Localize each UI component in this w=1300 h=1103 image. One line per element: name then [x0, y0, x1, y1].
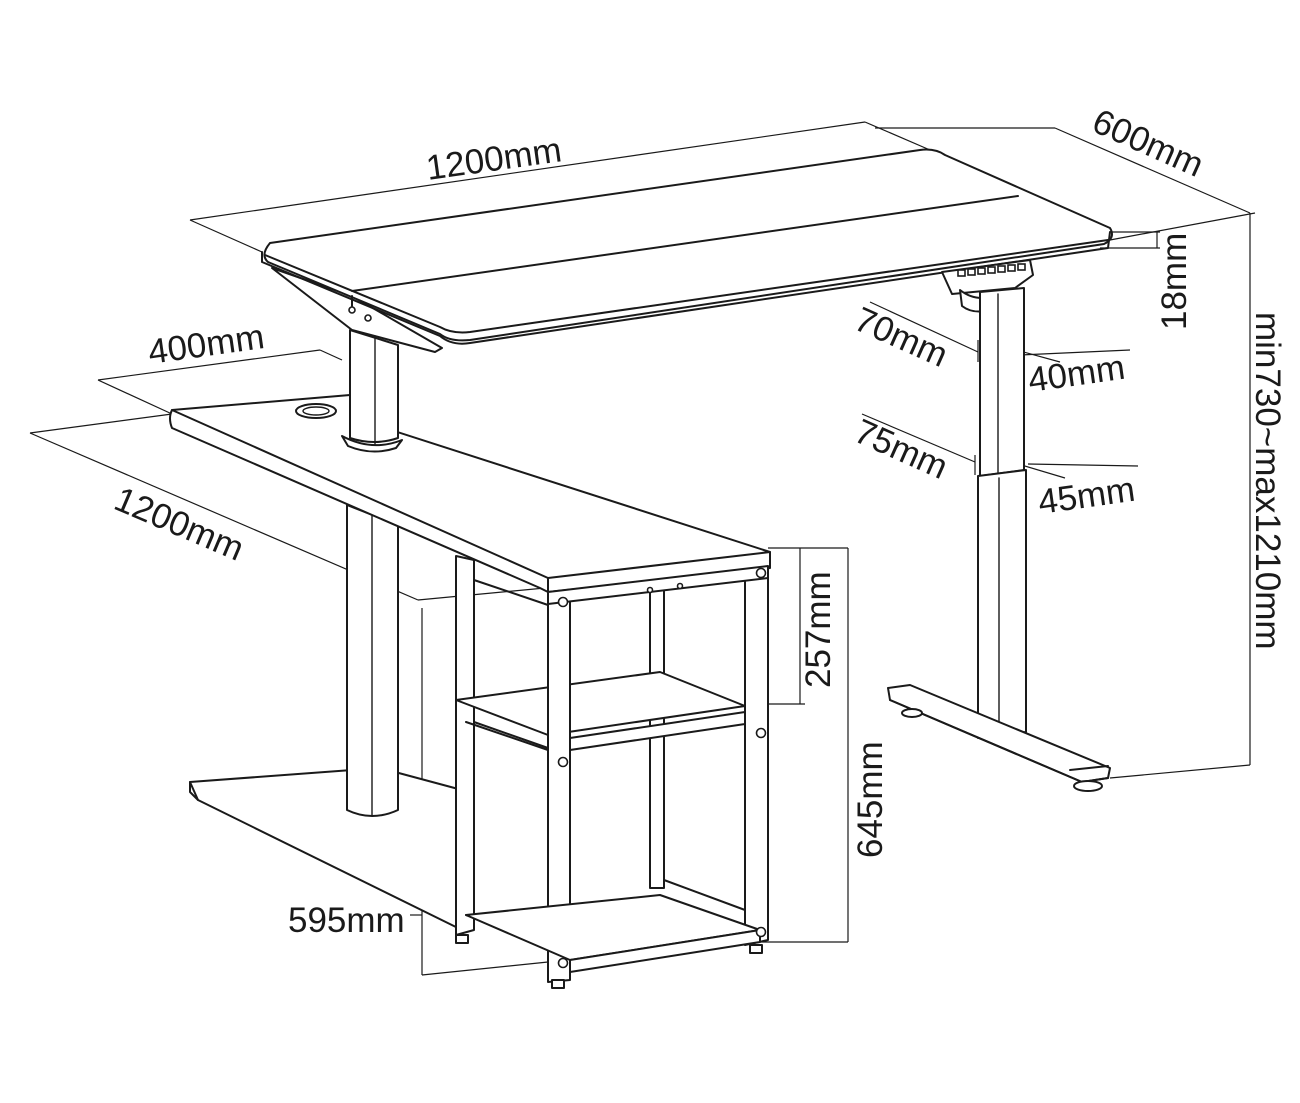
label-shelf-total-height: 645mm	[851, 741, 890, 858]
bolt-icon	[755, 727, 767, 739]
main-desk-left-support	[271, 267, 443, 453]
control-button-icon	[1007, 264, 1016, 272]
label-shelf-width: 595mm	[288, 901, 405, 940]
shelf-unit-back-frame	[455, 555, 746, 943]
label-height-range: min730~max1210mm	[1248, 312, 1287, 650]
label-top-desk-width: 1200mm	[424, 130, 564, 188]
label-top-thickness: 18mm	[1155, 233, 1194, 330]
bolt-icon	[557, 957, 569, 969]
bolt-icon	[755, 567, 767, 579]
bolt-icon	[557, 756, 569, 768]
bolt-icon	[557, 596, 569, 608]
main-desk-top	[261, 148, 1113, 345]
bolt-icon	[676, 582, 684, 590]
label-outer-column-width: 40mm	[1026, 348, 1128, 400]
bolt-icon	[364, 314, 372, 322]
label-outer-column-depth: 70mm	[849, 300, 954, 375]
control-button-icon	[997, 265, 1006, 273]
label-top-desk-depth: 600mm	[1087, 102, 1209, 185]
label-inner-column-width: 45mm	[1036, 470, 1138, 522]
control-panel	[941, 259, 1034, 295]
label-return-desk-depth: 400mm	[146, 317, 267, 372]
bolt-icon	[348, 306, 356, 314]
label-shelf-upper-height: 257mm	[799, 571, 838, 688]
control-button-icon	[987, 266, 996, 274]
bolt-icon	[755, 926, 767, 938]
control-button-icon	[977, 267, 986, 275]
cable-grommet-icon	[295, 403, 337, 419]
lifting-column	[959, 287, 1027, 739]
return-desk-top	[169, 394, 771, 593]
control-button-icon	[967, 268, 976, 276]
label-return-desk-length: 1200mm	[109, 479, 250, 568]
label-inner-column-depth: 75mm	[849, 412, 954, 487]
return-desk-leg	[346, 504, 399, 817]
dimension-labels: 1200mm 600mm 18mm min730~max1210mm 70mm …	[109, 102, 1287, 940]
t-foot	[887, 684, 1111, 792]
shelf-unit-front-frame	[455, 565, 769, 989]
control-button-icon	[957, 269, 966, 277]
control-button-icon	[1017, 263, 1026, 271]
bolt-icon	[646, 586, 654, 594]
